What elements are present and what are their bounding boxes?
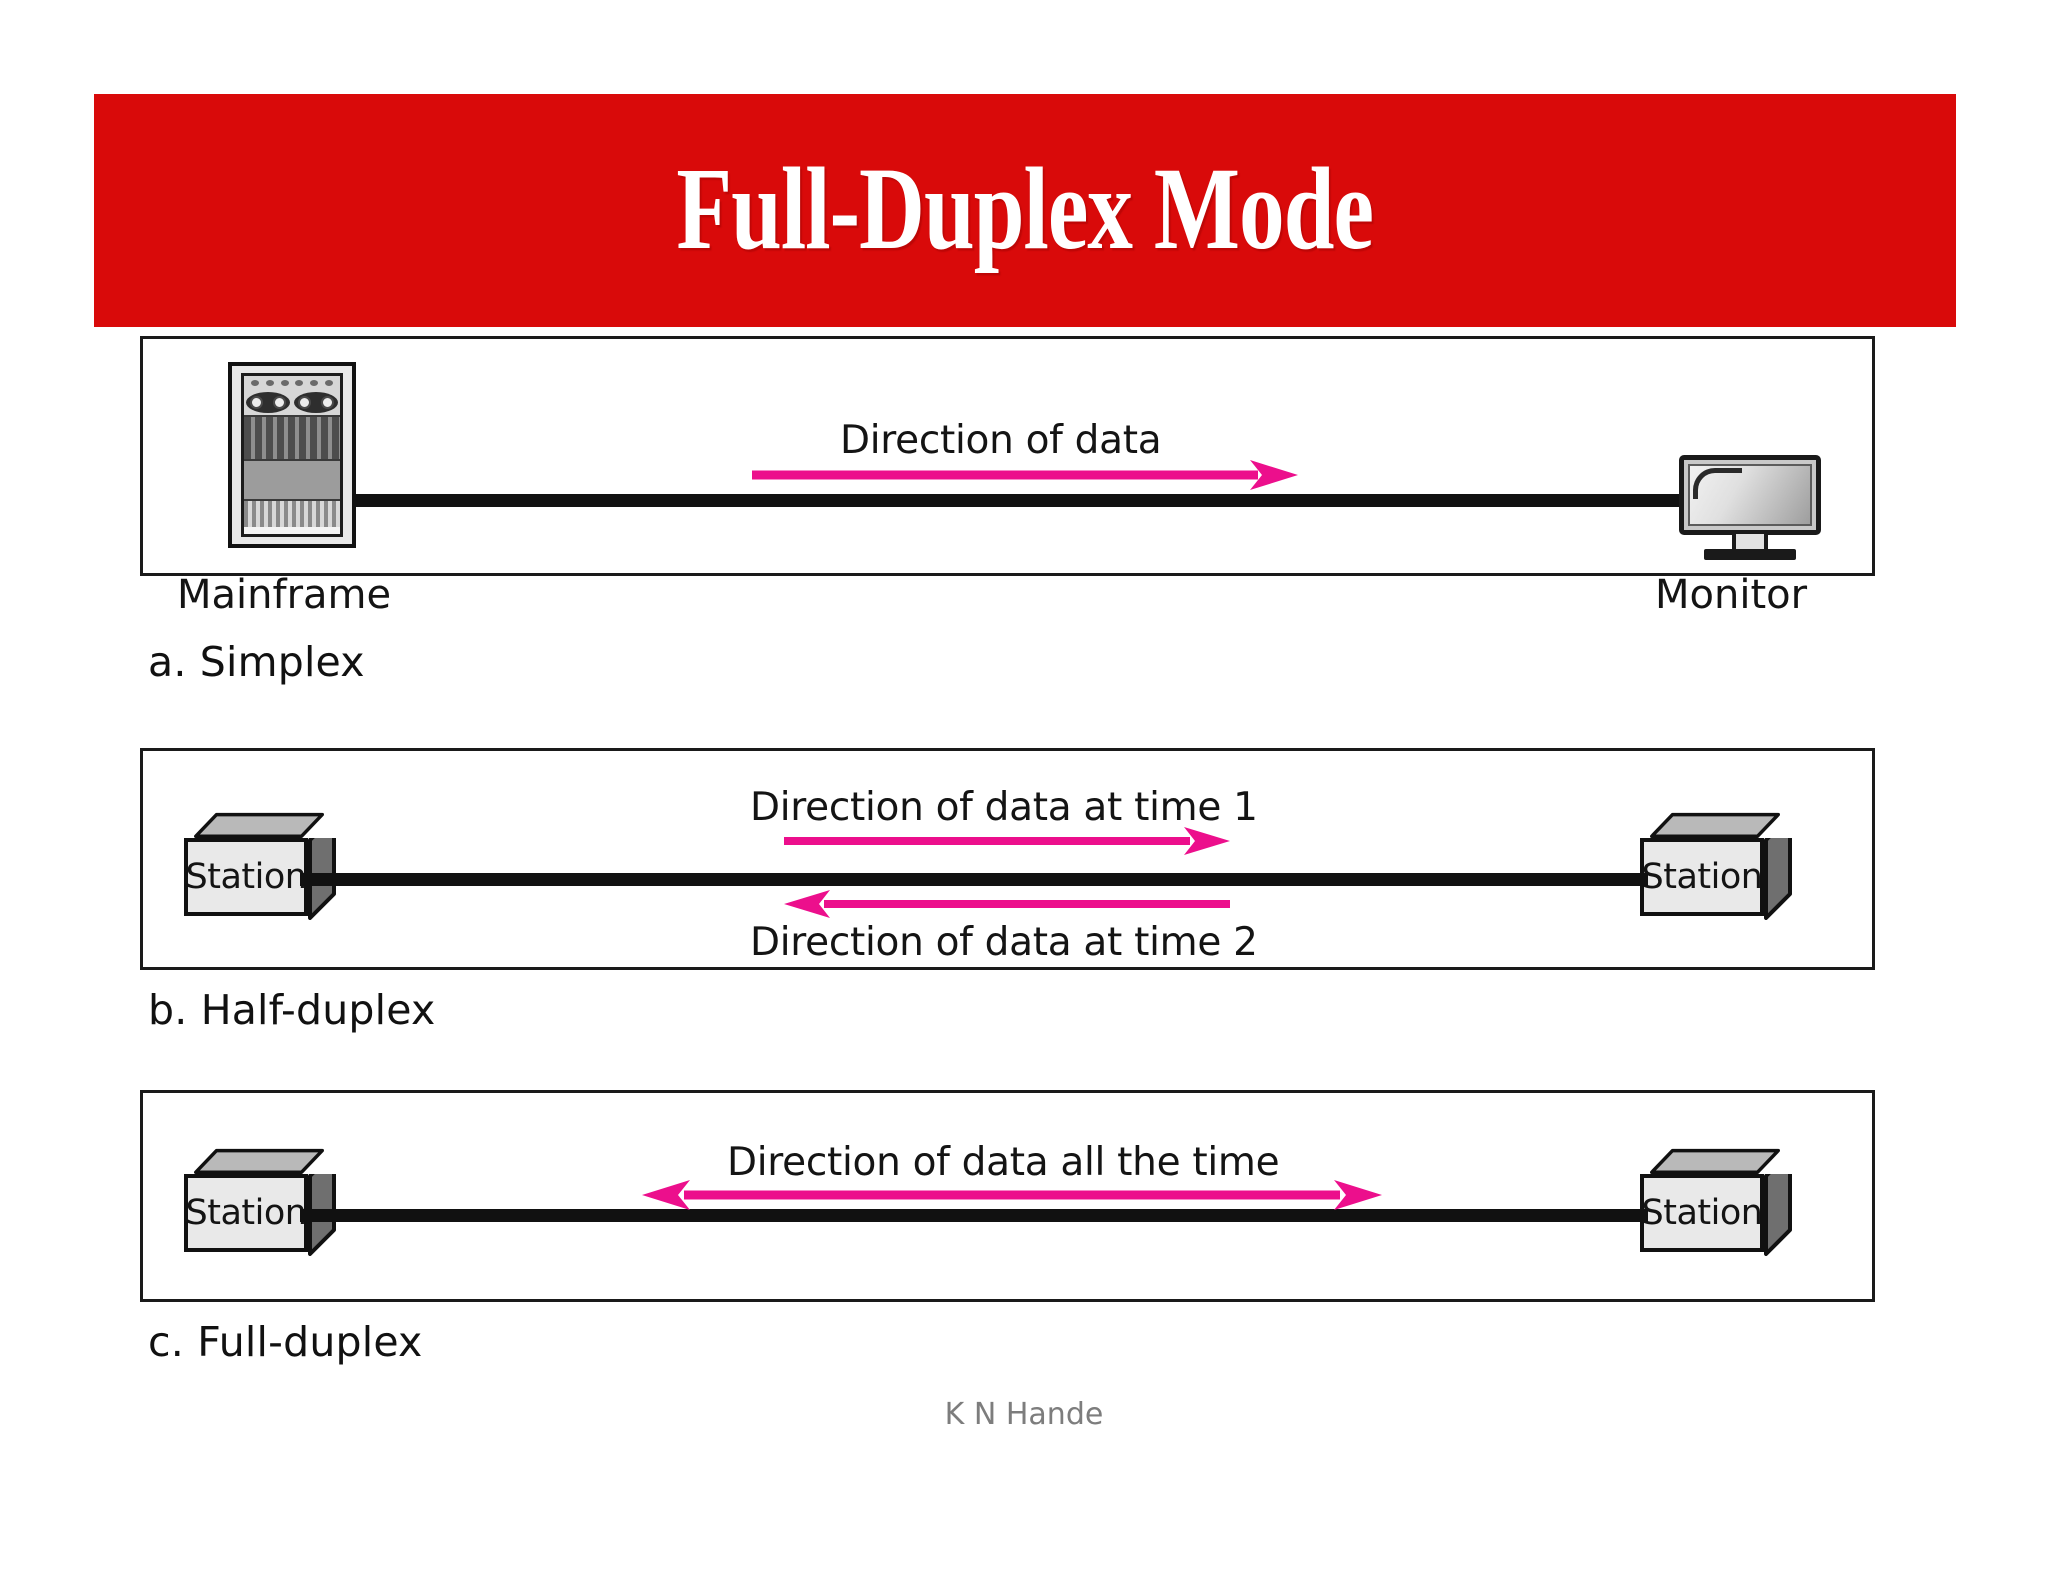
full-duplex-arrow-both xyxy=(640,1178,1384,1212)
simplex-arrow-right xyxy=(750,458,1300,492)
station-top-face xyxy=(1650,1148,1780,1174)
mainframe-vent-band-dark xyxy=(244,415,340,461)
mainframe-label: Mainframe xyxy=(177,572,392,618)
panel-simplex xyxy=(140,336,1875,576)
mainframe-base xyxy=(244,527,340,534)
station-side-face xyxy=(1764,838,1792,920)
station-label: Station xyxy=(185,1193,307,1233)
title-banner: Full-Duplex Mode xyxy=(94,94,1956,327)
mainframe-light xyxy=(265,379,274,386)
simplex-direction-label: Direction of data xyxy=(840,418,1162,463)
station-side-face xyxy=(1764,1174,1792,1256)
monitor-screen xyxy=(1688,464,1812,526)
half-duplex-arrow-left xyxy=(782,888,1232,920)
arrow-right-icon xyxy=(784,827,1230,855)
caption-simplex: a. Simplex xyxy=(148,638,365,686)
station-front-face: Station xyxy=(184,1174,308,1252)
half-duplex-station-left: Station xyxy=(184,812,336,920)
arrow-left-icon xyxy=(784,890,1230,918)
station-top-face xyxy=(194,1148,324,1174)
station-label: Station xyxy=(1641,857,1763,897)
caption-half-duplex: b. Half-duplex xyxy=(148,986,436,1034)
monitor-stand-base xyxy=(1704,549,1796,560)
mainframe-icon xyxy=(228,362,356,548)
monitor-icon xyxy=(1679,455,1821,563)
mainframe-outer-case xyxy=(228,362,356,548)
monitor-label: Monitor xyxy=(1655,572,1808,618)
panel-full-duplex xyxy=(140,1090,1875,1302)
station-front-face: Station xyxy=(184,838,308,916)
mainframe-light xyxy=(280,379,289,386)
half-duplex-station-right: Station xyxy=(1640,812,1792,920)
full-duplex-link-line xyxy=(300,1209,1648,1222)
station-front-face: Station xyxy=(1640,1174,1764,1252)
mainframe-body-panel xyxy=(244,461,340,499)
full-duplex-station-right: Station xyxy=(1640,1148,1792,1256)
monitor-screen-bezel xyxy=(1679,455,1821,535)
page-title: Full-Duplex Mode xyxy=(94,149,1956,266)
tape-reel-icon xyxy=(294,391,338,413)
full-duplex-direction-label: Direction of data all the time xyxy=(727,1140,1280,1185)
mainframe-light xyxy=(309,379,318,386)
station-front-face: Station xyxy=(1640,838,1764,916)
mainframe-tape-reels xyxy=(244,389,340,415)
panel-half-duplex xyxy=(140,748,1875,970)
page-title-text: Full-Duplex Mode xyxy=(676,142,1375,274)
mainframe-light xyxy=(324,379,333,386)
tape-reel-icon xyxy=(246,391,290,413)
mainframe-inner-case xyxy=(241,373,343,537)
half-duplex-direction-label-time1: Direction of data at time 1 xyxy=(750,785,1258,830)
monitor-glare xyxy=(1693,468,1742,499)
arrow-double-icon xyxy=(642,1180,1382,1210)
monitor-stand-neck xyxy=(1732,534,1768,551)
half-duplex-arrow-right xyxy=(782,825,1232,857)
mainframe-indicator-lights xyxy=(244,376,340,389)
half-duplex-link-line xyxy=(300,873,1648,886)
half-duplex-direction-label-time2: Direction of data at time 2 xyxy=(750,920,1258,965)
mainframe-light xyxy=(295,379,304,386)
simplex-link-line xyxy=(356,494,1681,507)
station-top-face xyxy=(1650,812,1780,838)
station-label: Station xyxy=(1641,1193,1763,1233)
mainframe-light xyxy=(251,379,260,386)
station-top-face xyxy=(194,812,324,838)
mainframe-vent-band-light xyxy=(244,499,340,527)
footer-credit: K N Hande xyxy=(944,1397,1104,1432)
caption-full-duplex: c. Full-duplex xyxy=(148,1318,423,1366)
arrow-right-icon xyxy=(752,460,1298,490)
station-label: Station xyxy=(185,857,307,897)
